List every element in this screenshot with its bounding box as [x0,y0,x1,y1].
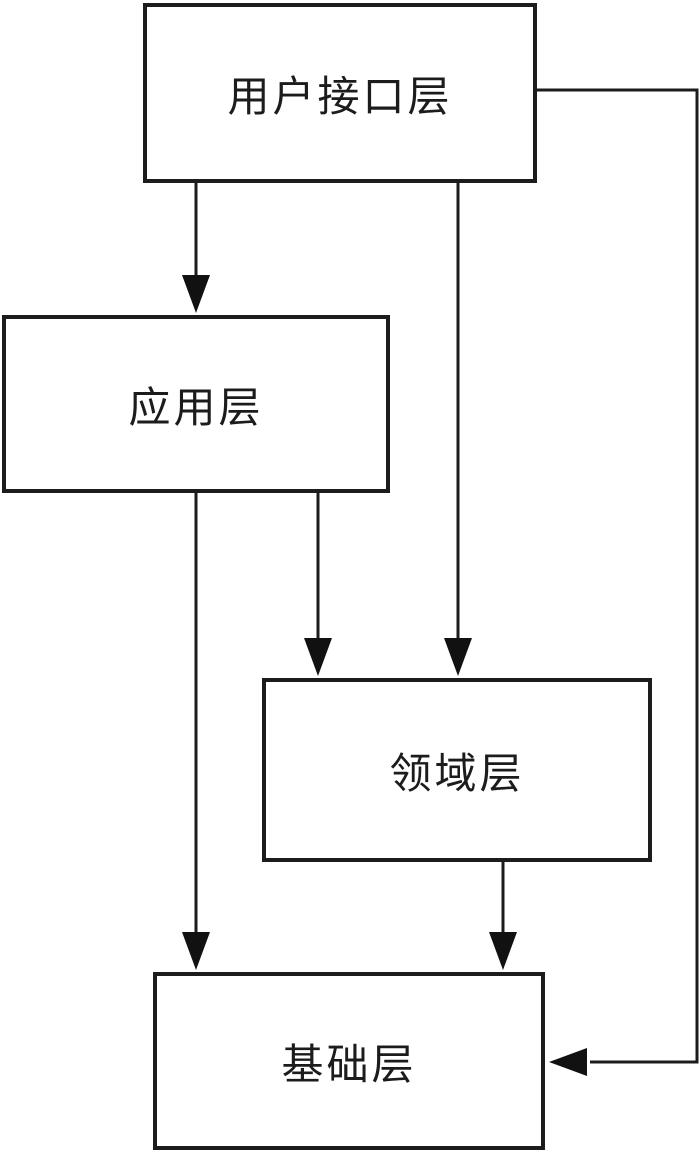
arrow-domain-to-infrastructure [489,862,517,970]
node-ui-layer-label: 用户接口层 [227,71,453,121]
arrow-ui-to-infrastructure [537,88,699,1076]
arrow-ui-to-application [182,183,210,313]
node-domain-layer-label: 领域层 [389,748,525,798]
node-application-layer-label: 应用层 [128,382,264,432]
arrow-ui-to-domain [444,183,472,676]
node-ui-layer: 用户接口层 [143,3,537,183]
node-application-layer: 应用层 [2,315,390,493]
node-infrastructure-layer-label: 基础层 [281,1039,417,1089]
arrow-application-to-domain [304,493,332,676]
node-infrastructure-layer: 基础层 [153,972,545,1150]
arrow-application-to-infrastructure [182,493,210,970]
node-domain-layer: 领域层 [262,678,652,862]
